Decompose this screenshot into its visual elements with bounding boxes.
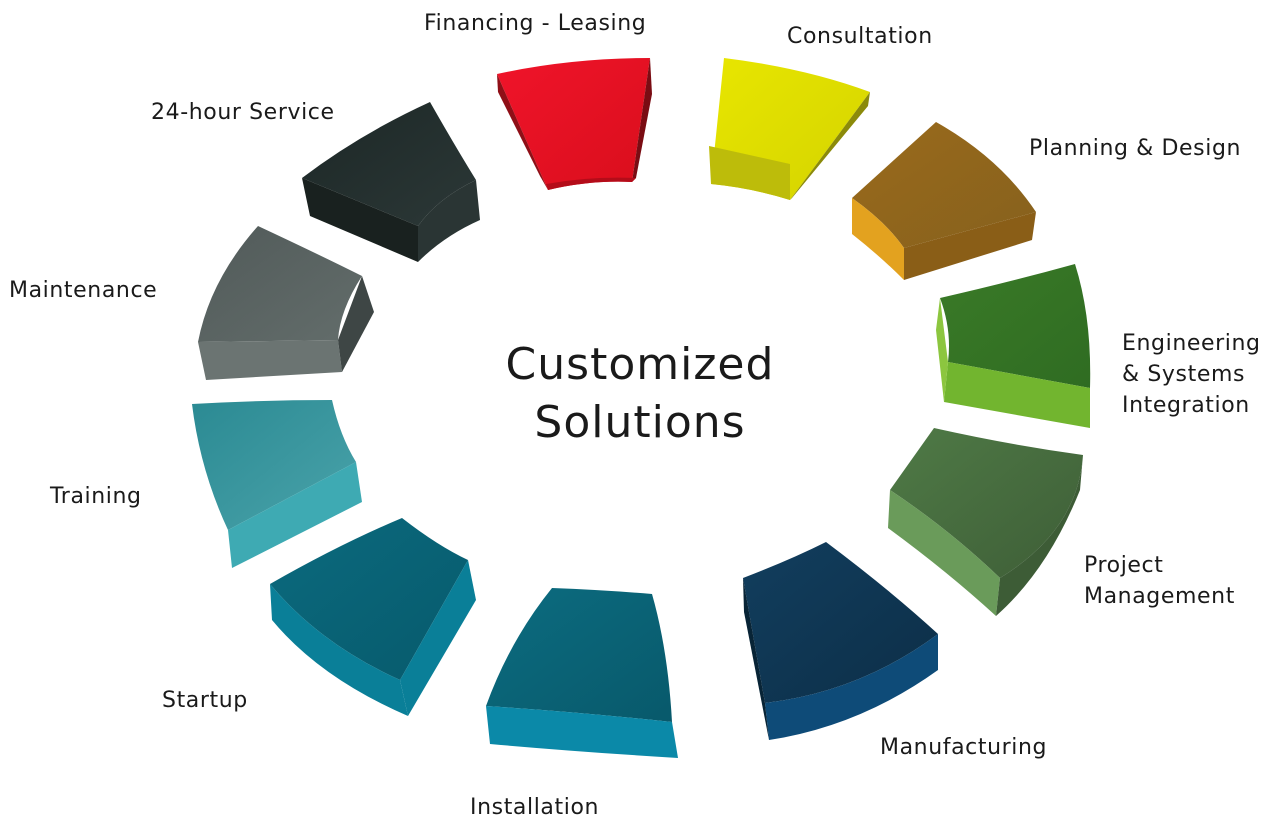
label-manufacturing: Manufacturing	[880, 735, 1048, 760]
label-maintenance: Maintenance	[9, 278, 158, 303]
segment-project-management	[888, 428, 1083, 616]
segment-financing-leasing	[497, 58, 652, 190]
segment-24-hour-service	[302, 102, 480, 262]
label-installation: Installation	[470, 795, 600, 820]
segment-installation	[486, 588, 678, 758]
label-engineering-systems-integration: Engineering & Systems Integration	[1122, 331, 1261, 418]
label-training: Training	[50, 484, 142, 509]
label-financing-leasing: Financing - Leasing	[424, 11, 647, 36]
segment-engineering-systems-integration	[936, 264, 1091, 428]
segment-startup	[270, 518, 476, 716]
label-consultation: Consultation	[787, 24, 933, 49]
label-project-management: Project Management	[1084, 553, 1235, 609]
segment-manufacturing	[743, 542, 938, 740]
center-title-line-1: Customized	[505, 339, 775, 390]
label-24-hour-service: 24-hour Service	[151, 100, 335, 125]
segment-training	[192, 400, 362, 568]
center-title-line-2: Solutions	[534, 397, 746, 448]
segment-planning-design	[852, 122, 1036, 280]
label-startup: Startup	[162, 688, 248, 713]
segment-maintenance	[198, 226, 374, 380]
center-title: Customized Solutions	[440, 336, 840, 452]
segment-consultation	[709, 58, 870, 200]
label-planning-design: Planning & Design	[1029, 136, 1242, 161]
